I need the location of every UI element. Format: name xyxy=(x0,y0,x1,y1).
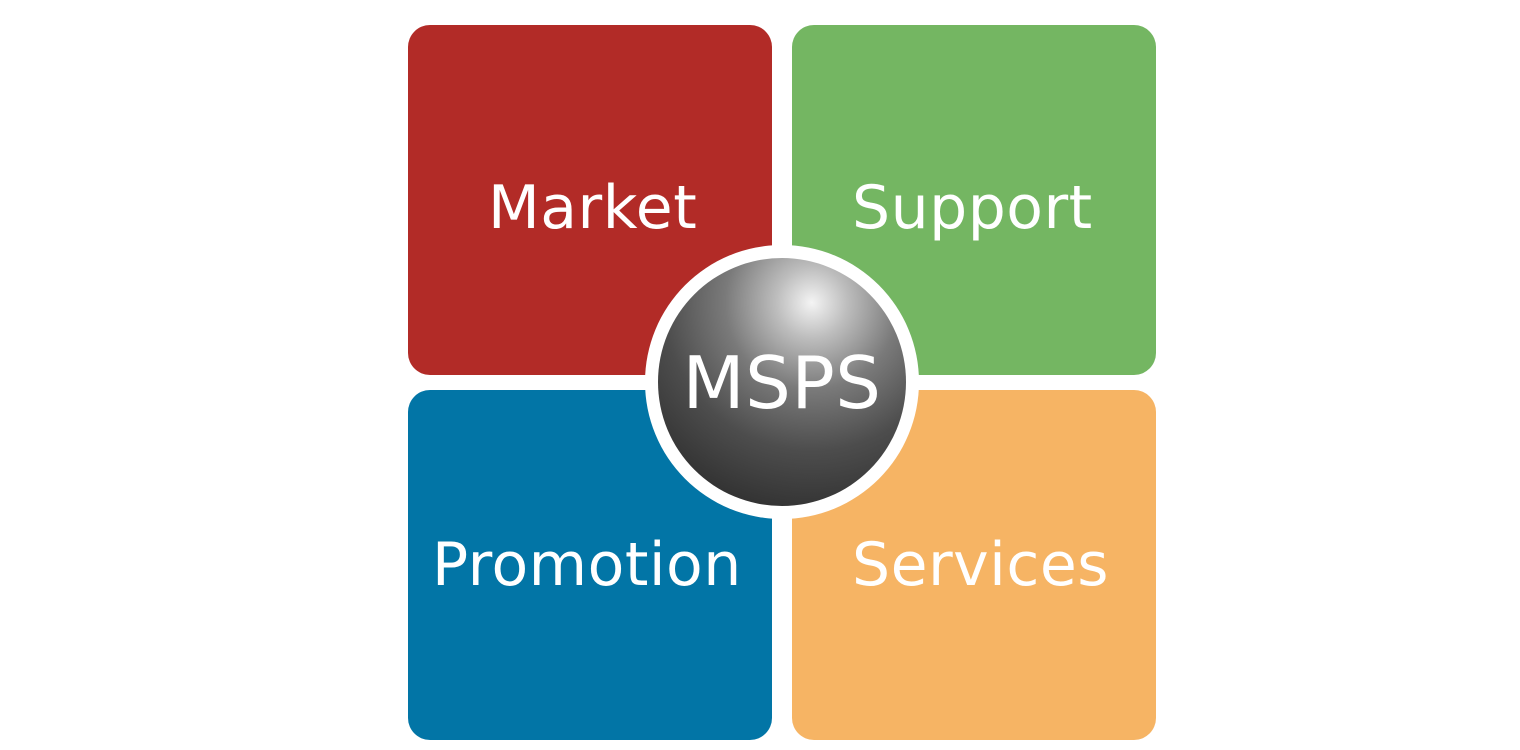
quadrant-market: Market xyxy=(408,25,772,375)
center-circle-ring: MSPS xyxy=(645,245,919,519)
quadrant-services-label: Services xyxy=(852,530,1110,600)
quadrant-support-label: Support xyxy=(852,173,1093,243)
quadrant-promotion-label: Promotion xyxy=(432,530,742,600)
quadrant-promotion: Promotion xyxy=(408,390,772,740)
center-label: MSPS xyxy=(682,341,882,425)
center-circle: MSPS xyxy=(658,258,906,506)
quadrant-market-label: Market xyxy=(488,173,698,243)
